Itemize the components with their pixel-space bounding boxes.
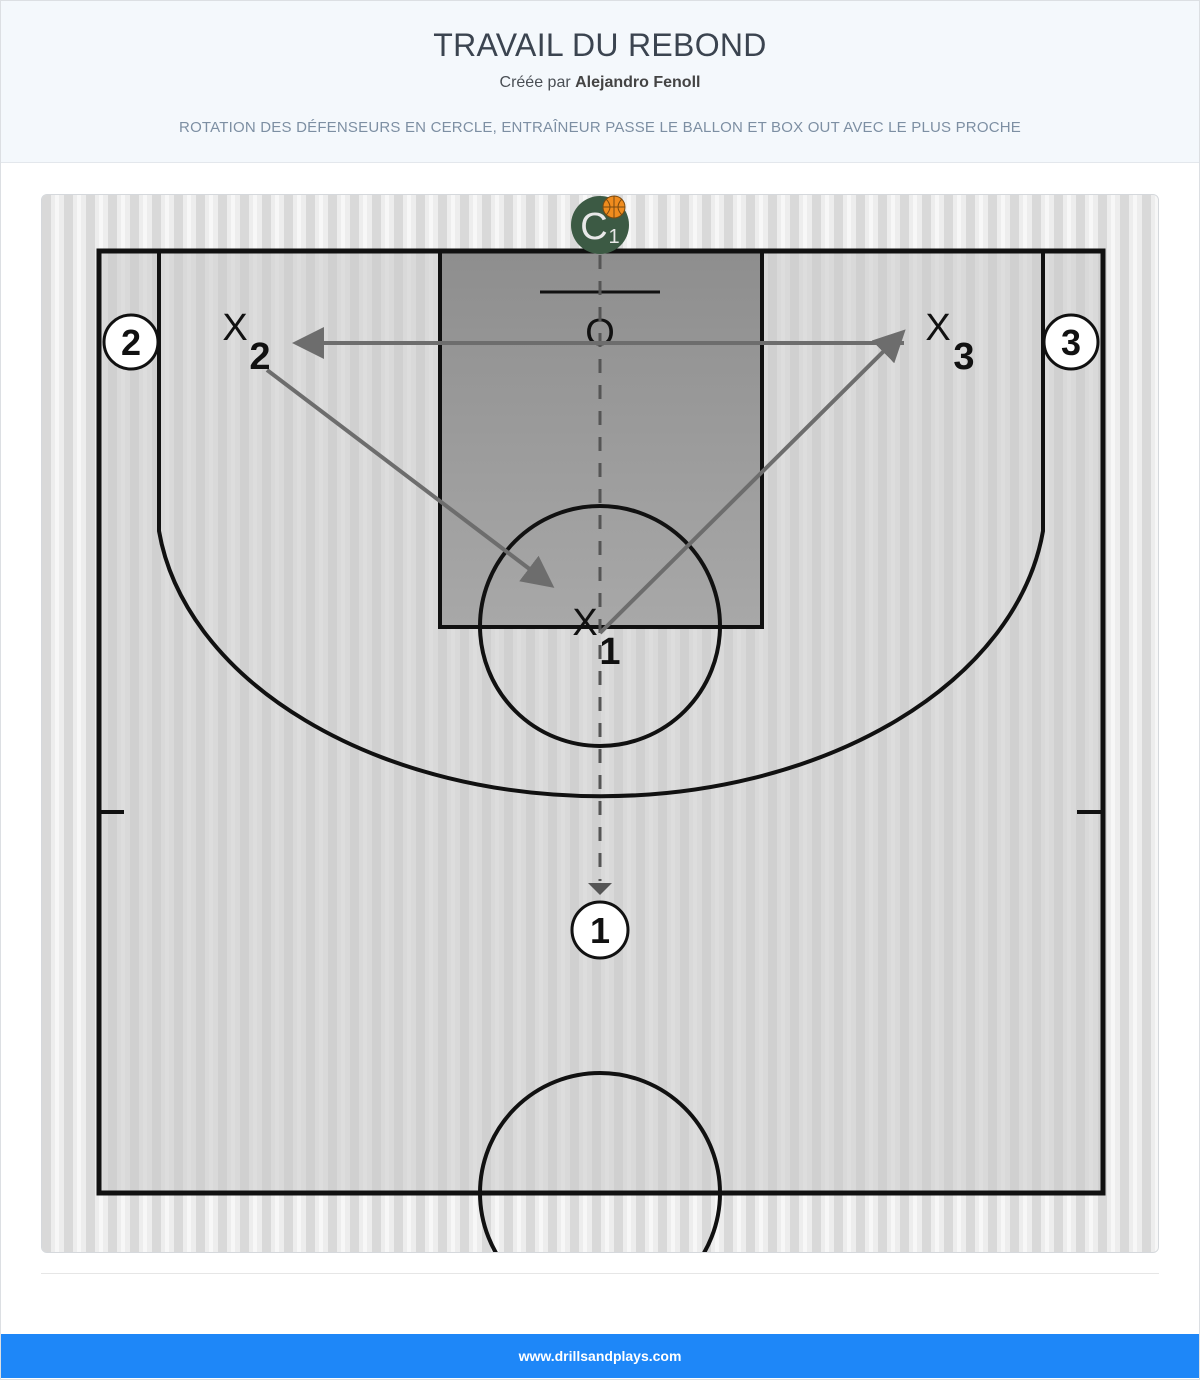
defense-player-x1: X 1 <box>572 602 620 673</box>
offense-label: 1 <box>590 910 610 951</box>
defense-number: 3 <box>953 336 974 378</box>
defense-number: 2 <box>249 336 270 378</box>
site-link[interactable]: www.drillsandplays.com <box>518 1348 682 1364</box>
offense-player-1: 1 <box>570 900 630 960</box>
defense-letter: X <box>925 307 950 349</box>
defense-number: 1 <box>599 631 620 673</box>
cut-arrow-x1-to-x3 <box>598 329 906 635</box>
court-svg: O C 1 2 3 1 <box>42 195 1158 1252</box>
offense-player-2: 2 <box>102 313 160 371</box>
defense-letter: X <box>572 602 597 644</box>
defense-player-x3: X 3 <box>925 307 974 378</box>
author-line: Créée par Alejandro Fenoll <box>1 74 1199 92</box>
created-by-prefix: Créée par <box>499 74 571 91</box>
offense-player-3: 3 <box>1042 313 1100 371</box>
cut-arrow-x2-to-x1 <box>265 368 555 588</box>
three-point-line <box>157 251 1045 799</box>
pass-arrowhead <box>588 883 612 895</box>
offense-label: 2 <box>121 322 141 363</box>
author-name: Alejandro Fenoll <box>575 74 701 91</box>
free-throw-circle <box>478 504 722 748</box>
drill-description: ROTATION DES DÉFENSEURS EN CERCLE, ENTRA… <box>179 119 1021 136</box>
defense-letter: X <box>222 307 247 349</box>
divider <box>41 1273 1159 1274</box>
defense-player-x2: X 2 <box>222 307 270 378</box>
court-diagram: O C 1 2 3 1 <box>41 194 1159 1253</box>
center-circle <box>478 1071 722 1252</box>
drill-header: TRAVAIL DU REBOND Créée par Alejandro Fe… <box>1 1 1199 163</box>
coach-letter: C <box>580 206 607 248</box>
offense-label: 3 <box>1061 322 1081 363</box>
drill-title: TRAVAIL DU REBOND <box>433 27 767 63</box>
basketball-icon <box>602 195 626 219</box>
site-footer: www.drillsandplays.com <box>1 1334 1199 1378</box>
coach-number: 1 <box>608 226 619 248</box>
